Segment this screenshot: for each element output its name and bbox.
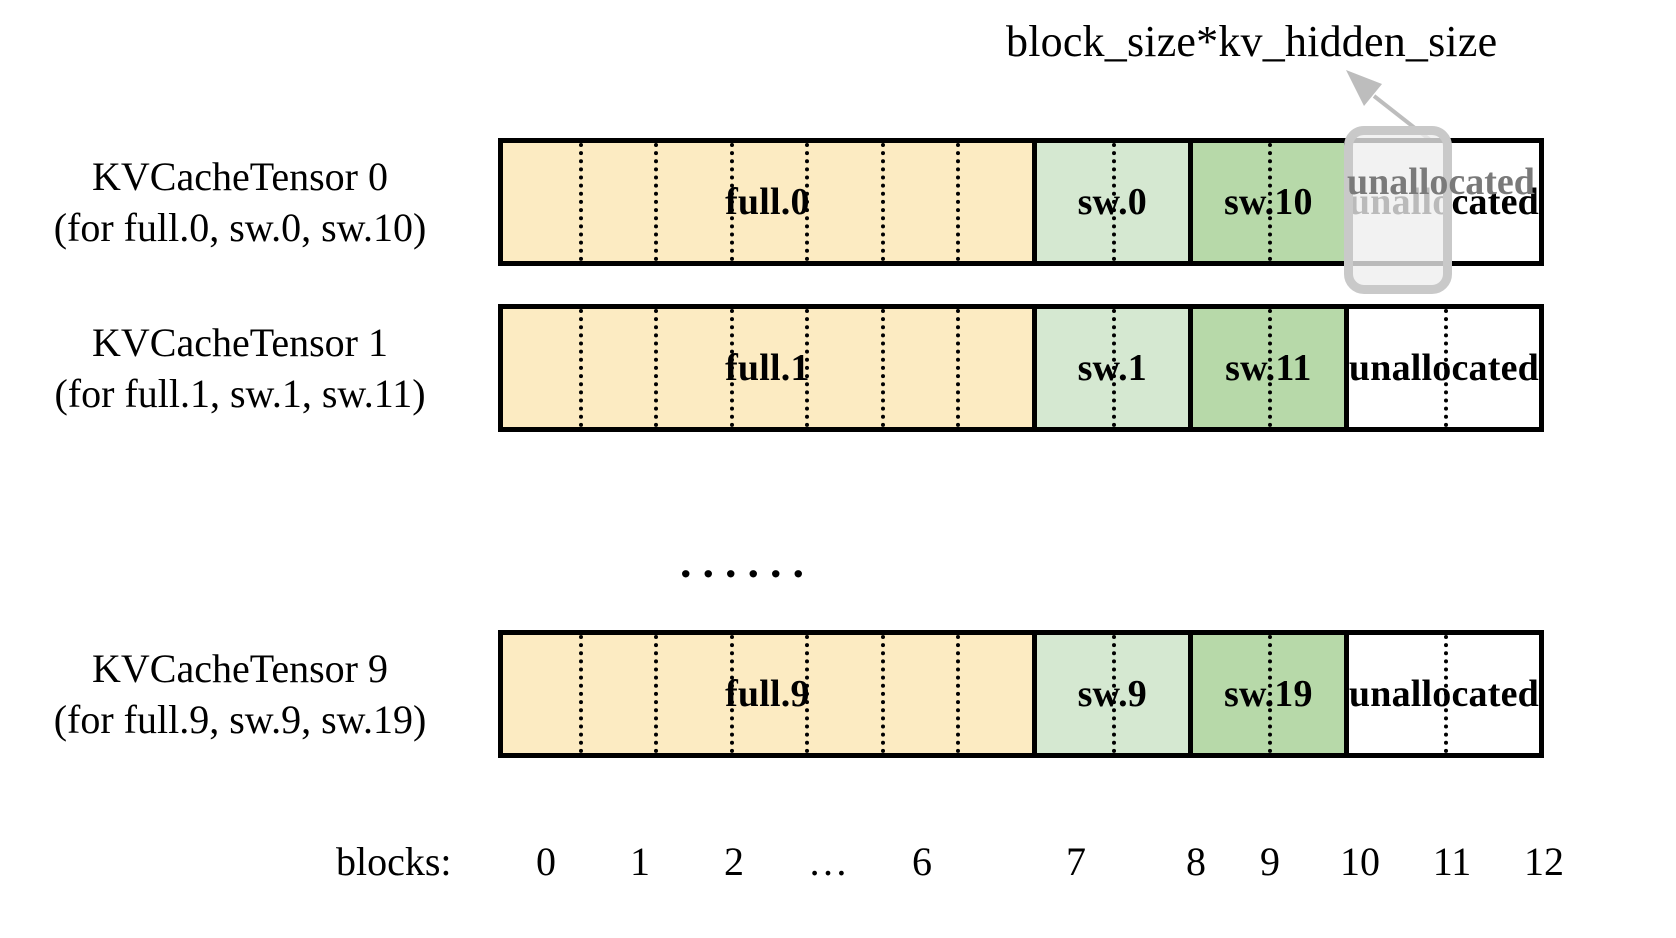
row-title: KVCacheTensor 0 bbox=[92, 153, 388, 199]
segment-sliding-window-2[interactable]: sw.11 bbox=[1192, 309, 1349, 427]
segment-label: sw.10 bbox=[1224, 180, 1313, 223]
block-tick-9: 11 bbox=[1432, 839, 1472, 884]
segment-label: sw.1 bbox=[1077, 346, 1147, 389]
segment-full[interactable]: full.1 bbox=[503, 309, 1037, 427]
row-label: KVCacheTensor 0 (for full.0, sw.0, sw.10… bbox=[0, 132, 480, 272]
block-tick-0: 0 bbox=[536, 839, 556, 884]
kvcachetensor-row: KVCacheTensor 9 (for full.9, sw.9, sw.19… bbox=[0, 624, 1676, 764]
segment-label: full.9 bbox=[725, 672, 810, 715]
block-tick-7: 9 bbox=[1260, 839, 1280, 884]
segment-sliding-window[interactable]: sw.9 bbox=[1036, 635, 1193, 753]
tensor-bar: full.1 sw.1 sw.11 unallocated bbox=[498, 304, 1544, 432]
block-tick-2: 2 bbox=[724, 839, 744, 884]
block-tick-10: 12 bbox=[1524, 839, 1564, 884]
segment-label: sw.19 bbox=[1224, 672, 1313, 715]
block-tick-4: 6 bbox=[912, 839, 932, 884]
segment-label: sw.9 bbox=[1077, 672, 1147, 715]
segment-full[interactable]: full.9 bbox=[503, 635, 1037, 753]
block-tick-1: 1 bbox=[630, 839, 650, 884]
segment-sliding-window[interactable]: sw.1 bbox=[1036, 309, 1193, 427]
segment-unallocated[interactable]: unallocated bbox=[1348, 635, 1540, 753]
row-subtitle: (for full.9, sw.9, sw.19) bbox=[53, 697, 427, 742]
block-tick-8: 10 bbox=[1340, 839, 1380, 884]
tensor-bar: full.0 sw.0 sw.10 unallocated bbox=[498, 138, 1544, 266]
segment-sliding-window[interactable]: sw.0 bbox=[1036, 143, 1193, 261]
row-title: KVCacheTensor 9 bbox=[92, 645, 388, 691]
segment-label: unallocated bbox=[1348, 672, 1540, 715]
row-label: KVCacheTensor 9 (for full.9, sw.9, sw.19… bbox=[0, 624, 480, 764]
blocks-axis-title: blocks: bbox=[336, 839, 452, 884]
segment-label: unallocated bbox=[1348, 346, 1540, 389]
segment-label: sw.11 bbox=[1225, 346, 1312, 389]
highlight-box[interactable]: unallocated bbox=[1344, 126, 1535, 294]
tensor-bar: full.9 sw.9 sw.19 unallocated bbox=[498, 630, 1544, 758]
segment-unallocated[interactable]: unallocated bbox=[1348, 309, 1540, 427]
row-subtitle: (for full.0, sw.0, sw.10) bbox=[53, 205, 427, 250]
annotation-label: block_size*kv_hidden_size bbox=[1006, 17, 1498, 66]
segment-sliding-window-2[interactable]: sw.10 bbox=[1192, 143, 1349, 261]
block-tick-5: 7 bbox=[1066, 839, 1086, 884]
segment-label: full.1 bbox=[725, 346, 810, 389]
blocks-axis: blocks: 0 1 2 … 6 7 8 9 10 11 12 bbox=[0, 838, 1676, 898]
kvcachetensor-row: KVCacheTensor 0 (for full.0, sw.0, sw.10… bbox=[0, 132, 1676, 272]
block-tick-6: 8 bbox=[1186, 839, 1206, 884]
block-tick-3: … bbox=[808, 839, 848, 884]
row-label: KVCacheTensor 1 (for full.1, sw.1, sw.11… bbox=[0, 298, 480, 438]
row-title: KVCacheTensor 1 bbox=[92, 319, 388, 365]
vertical-ellipsis: ...... bbox=[680, 536, 815, 587]
segment-full[interactable]: full.0 bbox=[503, 143, 1037, 261]
segment-sliding-window-2[interactable]: sw.19 bbox=[1192, 635, 1349, 753]
kvcachetensor-row: KVCacheTensor 1 (for full.1, sw.1, sw.11… bbox=[0, 298, 1676, 438]
segment-label: full.0 bbox=[725, 180, 810, 223]
highlight-label: unallocated bbox=[1347, 161, 1535, 203]
segment-label: sw.0 bbox=[1077, 180, 1147, 223]
row-subtitle: (for full.1, sw.1, sw.11) bbox=[54, 371, 426, 416]
